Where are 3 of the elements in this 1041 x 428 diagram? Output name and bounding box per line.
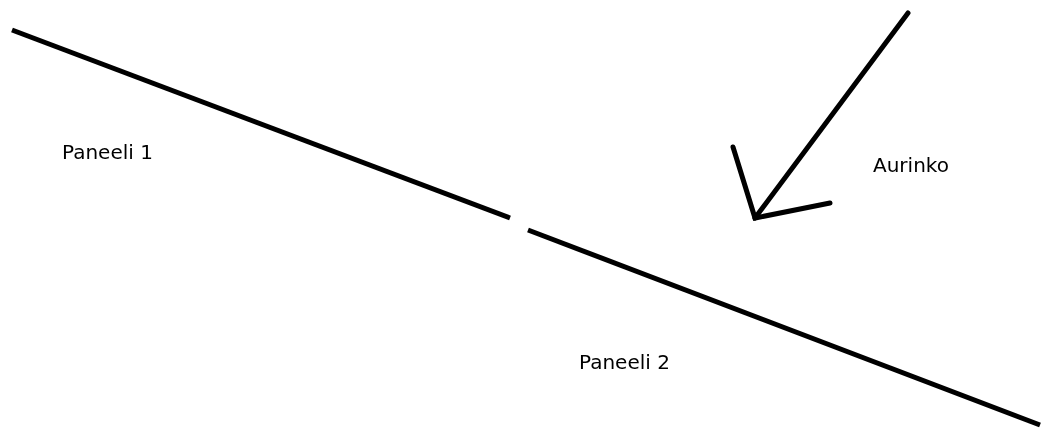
sun-label: Aurinko <box>873 153 949 177</box>
panel-label: Paneeli 1 <box>62 140 153 164</box>
panel-label: Paneeli 2 <box>579 350 670 374</box>
